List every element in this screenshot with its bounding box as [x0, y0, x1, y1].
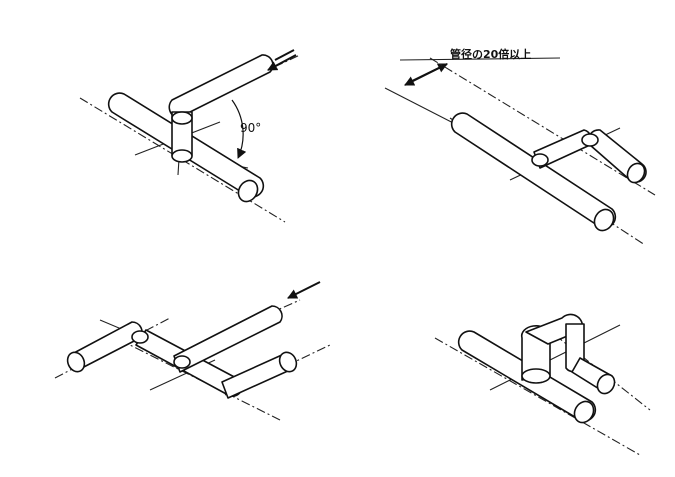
- diagram-top-left: 90°: [79, 49, 301, 223]
- branch-pipe-2: [173, 305, 283, 373]
- riser-joint: [171, 149, 193, 163]
- pipe-end-cap: [237, 179, 259, 203]
- flow-arrow: [267, 54, 297, 71]
- spacing-ref-line: [399, 57, 561, 61]
- flow-arrow-tail: [274, 49, 295, 61]
- lower-pipe-end: [593, 208, 615, 232]
- left-stub-end: [66, 351, 86, 373]
- flow-arrow-2: [287, 281, 321, 299]
- tee-joint-3: [521, 368, 551, 384]
- diagram-bottom-right: [434, 313, 651, 456]
- angle-label: 90°: [240, 121, 261, 135]
- tee-joint: [531, 153, 549, 167]
- main-pipe-3-end: [573, 400, 595, 424]
- spacing-label: 管径の20倍以上: [450, 47, 531, 61]
- tee-joint-2: [173, 355, 191, 369]
- return-pipe-end: [278, 351, 298, 373]
- diagram-top-right: 管径の20倍以上: [384, 47, 656, 246]
- branch-pipe: [168, 54, 274, 119]
- elbow-joint-2: [581, 133, 599, 147]
- upper-pipe-axis: [429, 57, 656, 196]
- diagram-bottom-left: [54, 281, 331, 421]
- elbow-joint: [171, 111, 193, 125]
- main-pipe-axis-3: [434, 337, 641, 456]
- elbow-joint-3: [131, 330, 149, 344]
- spacing-arrow-back: [404, 63, 448, 86]
- upper-pipe-end: [626, 162, 646, 184]
- angle-arc: [231, 99, 247, 159]
- loop-tail-end: [596, 373, 616, 395]
- lower-pipe: [450, 112, 617, 229]
